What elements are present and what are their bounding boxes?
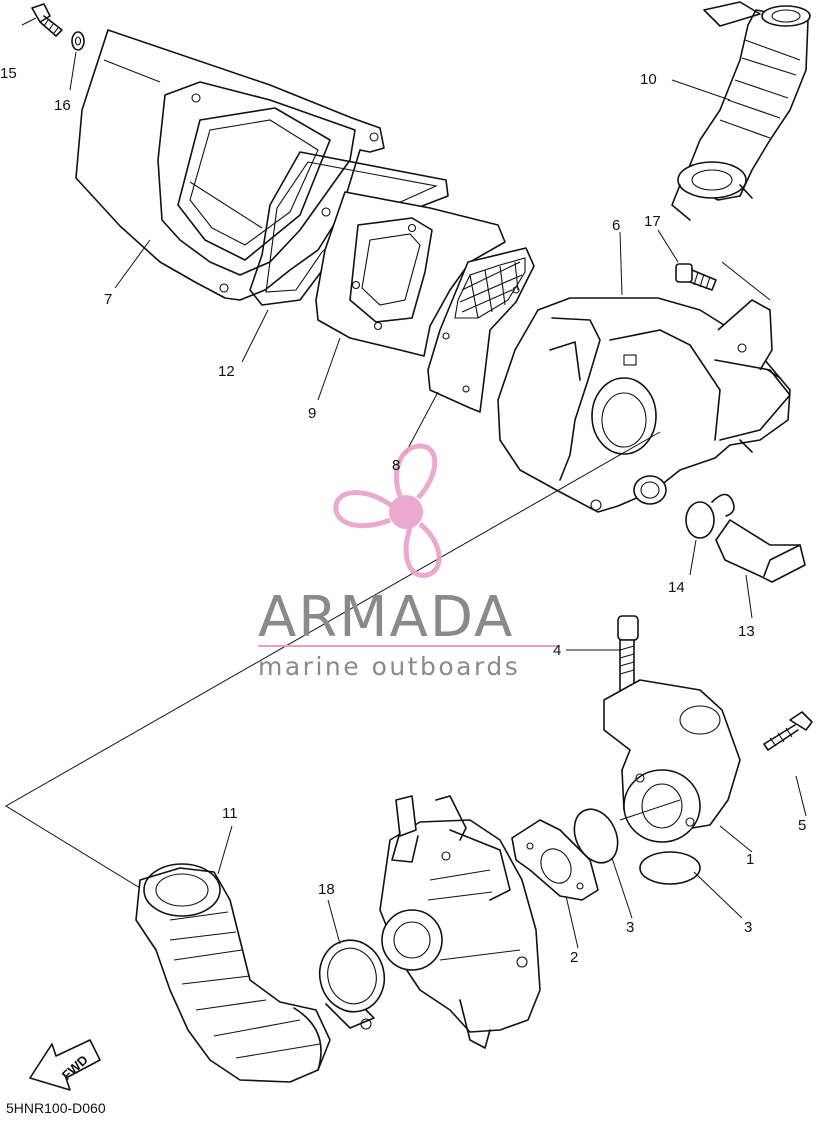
callout-13: 13 xyxy=(738,623,755,640)
callout-14: 14 xyxy=(668,579,685,596)
part-14-o-ring xyxy=(685,493,735,539)
callout-15: 15 xyxy=(0,65,17,82)
callout-8: 8 xyxy=(392,457,401,474)
carburetor xyxy=(379,795,541,1049)
callout-12: 12 xyxy=(218,363,235,380)
part-3-o-ring-b xyxy=(639,851,701,885)
part-6-silencer-body xyxy=(497,297,791,513)
part-8-element-mesh xyxy=(427,247,535,413)
assembly-reference-line xyxy=(5,431,661,889)
callout-5: 5 xyxy=(798,817,807,834)
callout-3b: 3 xyxy=(744,919,753,936)
part-1-manifold xyxy=(603,679,741,843)
part-2-gasket xyxy=(511,819,599,901)
part-16-washer xyxy=(71,31,85,51)
part-5-bolt xyxy=(763,711,813,751)
part-13-intake-duct xyxy=(715,519,806,583)
callout-9: 9 xyxy=(308,405,317,422)
part-12-gasket xyxy=(249,151,449,306)
watermark-brand-name: ARMADA xyxy=(258,585,515,650)
part-10-intake-hose xyxy=(671,1,811,221)
part-7-silencer-cover xyxy=(75,29,385,301)
part-9-element-case xyxy=(315,191,506,357)
callout-17: 17 xyxy=(644,213,661,230)
part-18-clamp xyxy=(318,939,386,1030)
watermark-tagline: marine outboards xyxy=(258,652,521,681)
part-3-o-ring-a xyxy=(573,808,619,864)
callout-16: 16 xyxy=(54,97,71,114)
callout-18: 18 xyxy=(318,881,335,898)
diagram-code: 5HNR100-D060 xyxy=(6,1100,106,1116)
callout-11: 11 xyxy=(222,805,238,822)
part-15-screw xyxy=(31,3,63,37)
part-17-bolt xyxy=(675,263,717,291)
armada-logo-icon xyxy=(333,443,442,578)
callout-3a: 3 xyxy=(626,919,635,936)
callout-1: 1 xyxy=(746,851,755,868)
callout-7: 7 xyxy=(104,291,113,308)
callout-2: 2 xyxy=(570,949,579,966)
fwd-arrow-icon xyxy=(29,1039,101,1091)
leader-lines xyxy=(21,17,807,949)
callout-6: 6 xyxy=(612,217,621,234)
part-4-bolt xyxy=(617,615,639,699)
callout-4: 4 xyxy=(553,642,562,659)
part-11-joint-hose xyxy=(135,863,331,1083)
callout-10: 10 xyxy=(640,71,657,88)
